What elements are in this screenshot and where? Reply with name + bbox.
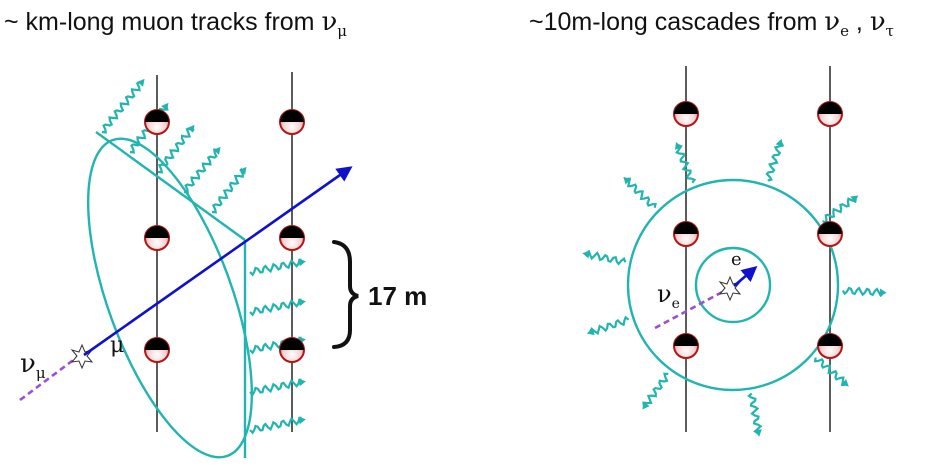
photon-wave-upper-5 xyxy=(211,166,247,214)
sensor-left-a-3 xyxy=(144,337,170,363)
photon-wave-radial-9 xyxy=(582,249,627,266)
photon-wave-radial-3 xyxy=(822,195,859,225)
photon-wave-radial-10 xyxy=(623,176,657,209)
nu-mu-label: νμ xyxy=(20,349,46,382)
photon-wave-upper-3 xyxy=(157,124,195,174)
photon-wave-lower-1 xyxy=(249,258,306,277)
sensor-left-a-2 xyxy=(144,225,170,251)
photon-wave-upper-1 xyxy=(101,78,145,134)
sensor-right-b-2 xyxy=(817,221,843,247)
muon-track xyxy=(83,166,353,357)
neutrino-path-right xyxy=(654,288,727,330)
left-title: ~ km-long muon tracks from νμ xyxy=(4,7,347,40)
interaction-star-right xyxy=(718,275,742,302)
svg-text:~10m-long cascades from νe , ν: ~10m-long cascades from νe , ντ xyxy=(529,7,894,40)
sensor-right-b-3 xyxy=(817,333,843,359)
spacing-brace xyxy=(332,240,359,349)
mu-label: μ xyxy=(110,333,124,358)
sensor-right-b-1 xyxy=(817,101,843,127)
cherenkov-cone xyxy=(86,131,254,459)
svg-text:~ km-long muon tracks from νμ: ~ km-long muon tracks from νμ xyxy=(4,7,347,40)
nu-e-label: νe xyxy=(657,280,680,312)
photon-wave-upper-4 xyxy=(183,146,221,194)
sensor-right-a-3 xyxy=(673,333,699,359)
sensor-group-right xyxy=(673,101,843,359)
right-title: ~10m-long cascades from νe , ντ xyxy=(529,7,894,40)
spacing-label: 17 m xyxy=(368,281,427,311)
sensor-left-b-1 xyxy=(279,109,305,135)
electron-track xyxy=(733,265,758,287)
sensor-right-a-1 xyxy=(673,101,699,127)
photon-wave-radial-8 xyxy=(586,315,630,336)
sensor-group-left xyxy=(144,109,305,363)
photon-group-left xyxy=(101,78,306,435)
sensor-left-b-2 xyxy=(279,225,305,251)
sensor-left-b-3 xyxy=(279,337,305,363)
e-label: e xyxy=(731,249,742,270)
cascade-sphere xyxy=(626,178,840,392)
photon-wave-lower-2 xyxy=(249,298,306,317)
photon-group-right xyxy=(582,138,887,437)
photon-wave-radial-5 xyxy=(813,357,849,387)
neutrino-path-left xyxy=(19,353,81,402)
photon-wave-lower-4 xyxy=(249,378,306,397)
photon-wave-radial-1 xyxy=(675,141,697,184)
interaction-star-left xyxy=(70,343,94,370)
photon-wave-radial-7 xyxy=(642,372,669,410)
photon-wave-lower-5 xyxy=(249,416,306,435)
photon-wave-radial-2 xyxy=(765,138,785,182)
sensor-right-a-2 xyxy=(673,221,699,247)
photon-wave-radial-4 xyxy=(841,286,887,298)
photon-wave-radial-6 xyxy=(747,392,763,437)
sensor-left-a-1 xyxy=(144,109,170,135)
